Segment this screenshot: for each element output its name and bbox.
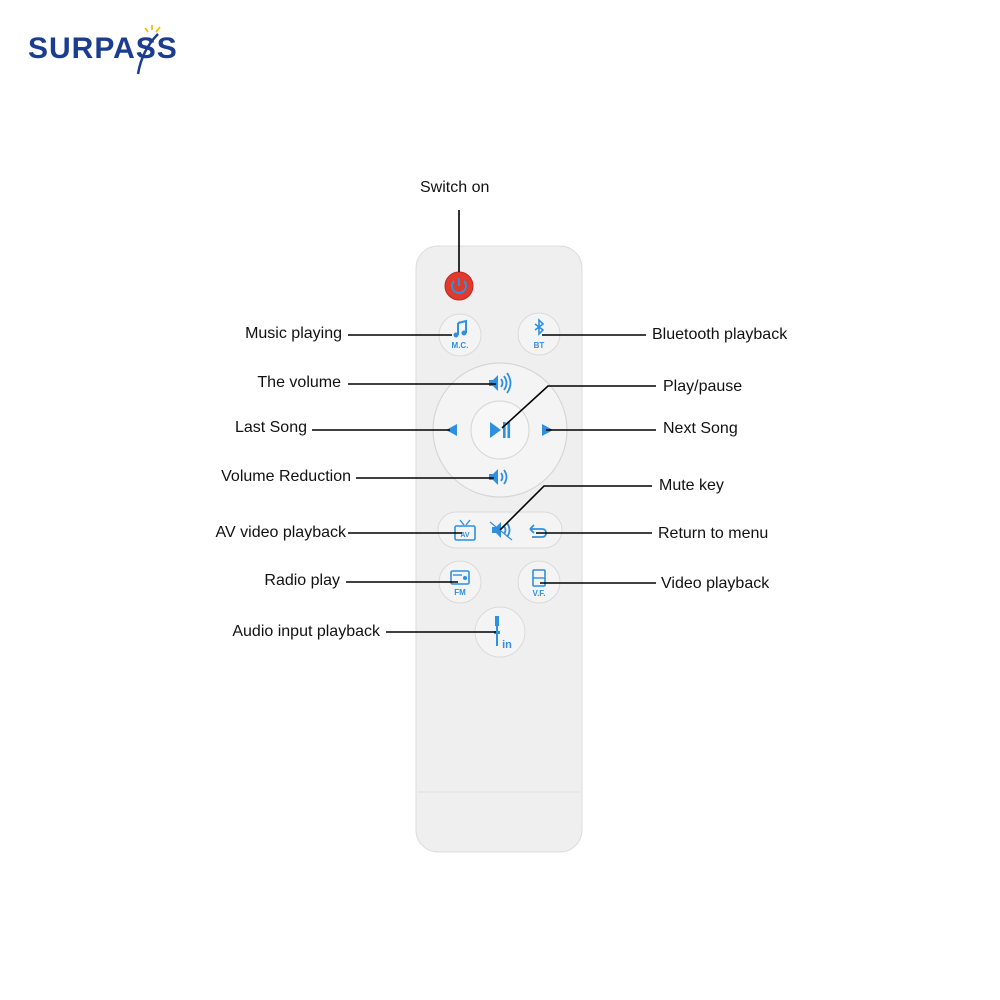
label-bluetooth-playback: Bluetooth playback	[652, 325, 787, 345]
label-next-song: Next Song	[663, 419, 738, 439]
music-button-label: M.C.	[452, 341, 469, 350]
label-last-song: Last Song	[235, 418, 307, 438]
vf-button[interactable]: V.F.	[518, 561, 560, 603]
label-the-volume: The volume	[257, 373, 341, 393]
label-volume-reduction: Volume Reduction	[221, 467, 351, 487]
label-av-video-playback: AV video playback	[216, 523, 346, 543]
audio-in-button-label: in	[502, 639, 512, 651]
label-radio-play: Radio play	[264, 571, 340, 591]
label-play-pause: Play/pause	[663, 377, 742, 397]
label-return-to-menu: Return to menu	[658, 524, 768, 544]
label-switch-on: Switch on	[420, 178, 489, 198]
vf-button-label: V.F.	[532, 589, 545, 598]
fm-button-label: FM	[454, 588, 466, 597]
power-button[interactable]	[445, 272, 473, 300]
label-audio-input-playback: Audio input playback	[232, 622, 380, 642]
bluetooth-button[interactable]: BT	[518, 313, 560, 355]
label-music-playing: Music playing	[245, 324, 342, 344]
label-mute-key: Mute key	[659, 476, 724, 496]
play-pause-button[interactable]	[471, 401, 529, 459]
label-video-playback: Video playback	[661, 574, 769, 594]
bluetooth-button-label: BT	[534, 341, 545, 350]
